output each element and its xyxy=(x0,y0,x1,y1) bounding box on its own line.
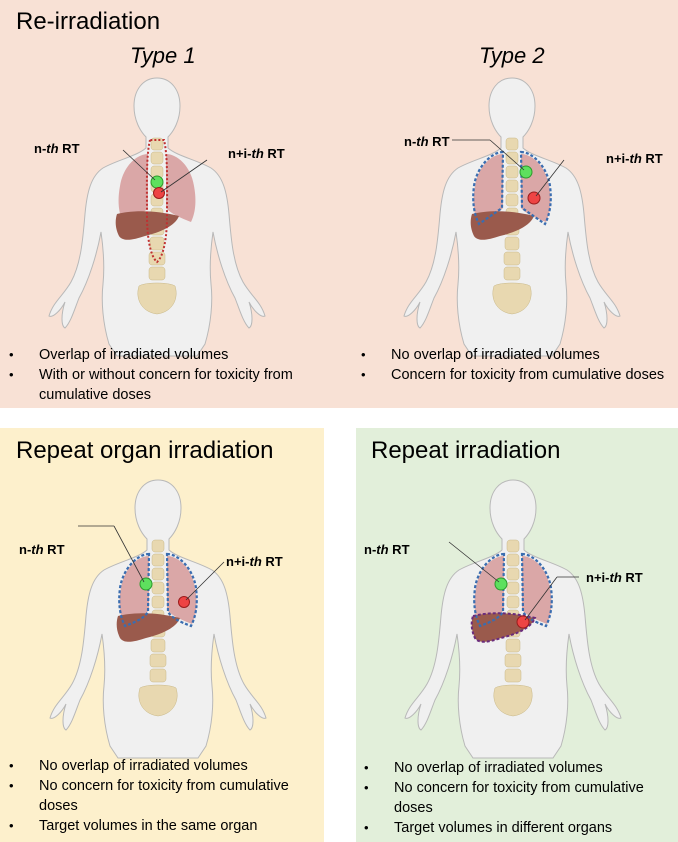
bullet-item: No overlap of irradiated volumes xyxy=(360,758,676,778)
pointer-line-b xyxy=(535,159,565,197)
repeat-organ-body-figure xyxy=(49,479,267,759)
lungs xyxy=(474,556,552,624)
lungs xyxy=(119,556,197,624)
type-2-label: Type 2 xyxy=(479,43,545,68)
bullet-item: Target volumes in different organs xyxy=(360,818,676,838)
bullet-item: Overlap of irradiated volumes xyxy=(5,345,305,365)
pointer-line-a2 xyxy=(113,525,145,583)
irradiated-volume-outline xyxy=(118,552,198,628)
type-1-label: Type 1 xyxy=(130,43,196,68)
bullet-item: No overlap of irradiated volumes xyxy=(357,345,667,365)
repeat-organ-irradiation-title: Repeat organ irradiation xyxy=(16,437,274,464)
bullet-item: No concern for toxicity from cumulative … xyxy=(5,776,321,816)
pointer-line-b2 xyxy=(524,576,558,621)
repeat-irradiation-panel: Repeat irradiation n-th RT n+i-th RT xyxy=(356,428,678,842)
type-2-bullets: No overlap of irradiated volumes Concern… xyxy=(357,345,667,385)
bullet-item: No overlap of irradiated volumes xyxy=(5,756,321,776)
re-irradiation-title: Re-irradiation xyxy=(16,8,161,35)
bullet-item: Target volumes in the same organ xyxy=(5,816,321,836)
type-2-body-figure xyxy=(403,77,621,357)
irradiated-volume-outline xyxy=(472,150,552,226)
pointer-line-b xyxy=(185,561,225,601)
target-red xyxy=(516,615,530,629)
repeat-irradiation-bullets: No overlap of irradiated volumes No conc… xyxy=(360,758,676,838)
target-red xyxy=(153,187,165,199)
irradiated-volume-outline-lungs xyxy=(473,552,553,628)
bullet-item: No concern for toxicity from cumulative … xyxy=(360,778,676,818)
liver xyxy=(116,613,180,642)
repeat-irradiation-label-nth-rt: n-th RT xyxy=(364,542,410,557)
irradiated-volume-outline xyxy=(145,139,169,264)
repeat-irradiation-label-n-plus-i-th-rt: n+i-th RT xyxy=(586,570,643,585)
target-green xyxy=(139,577,153,591)
re-irradiation-panel: Re-irradiation Type 1 Type 2 n-th RT n+i… xyxy=(0,0,678,408)
pointer-line-b xyxy=(160,159,208,193)
bullet-item: With or without concern for toxicity fro… xyxy=(5,365,305,405)
type-1-body-figure xyxy=(48,77,266,357)
repeat-organ-label-nth-rt: n-th RT xyxy=(19,542,65,557)
irradiated-volume-outline-liver xyxy=(470,612,537,643)
lungs xyxy=(118,154,196,222)
spine xyxy=(138,539,178,717)
repeat-organ-bullets: No overlap of irradiated volumes No conc… xyxy=(5,756,321,836)
spine xyxy=(492,137,532,315)
type-2-label-nth-rt: n-th RT xyxy=(404,134,450,149)
repeat-irradiation-body-figure xyxy=(404,479,622,759)
type-1-bullets: Overlap of irradiated volumes With or wi… xyxy=(5,345,305,405)
repeat-organ-label-n-plus-i-th-rt: n+i-th RT xyxy=(226,554,283,569)
repeat-organ-irradiation-panel: Repeat organ irradiation n-th RT n+i-th … xyxy=(0,428,324,842)
pointer-line-a xyxy=(448,541,500,583)
type-1-label-n-plus-i-th-rt: n+i-th RT xyxy=(228,146,285,161)
type-2-label-n-plus-i-th-rt: n+i-th RT xyxy=(606,151,663,166)
bullet-item: Concern for toxicity from cumulative dos… xyxy=(357,365,667,385)
repeat-irradiation-title: Repeat irradiation xyxy=(371,437,561,464)
pointer-line-a xyxy=(122,149,156,181)
type-1-label-nth-rt: n-th RT xyxy=(34,141,80,156)
pointer-line-a2 xyxy=(489,139,525,171)
